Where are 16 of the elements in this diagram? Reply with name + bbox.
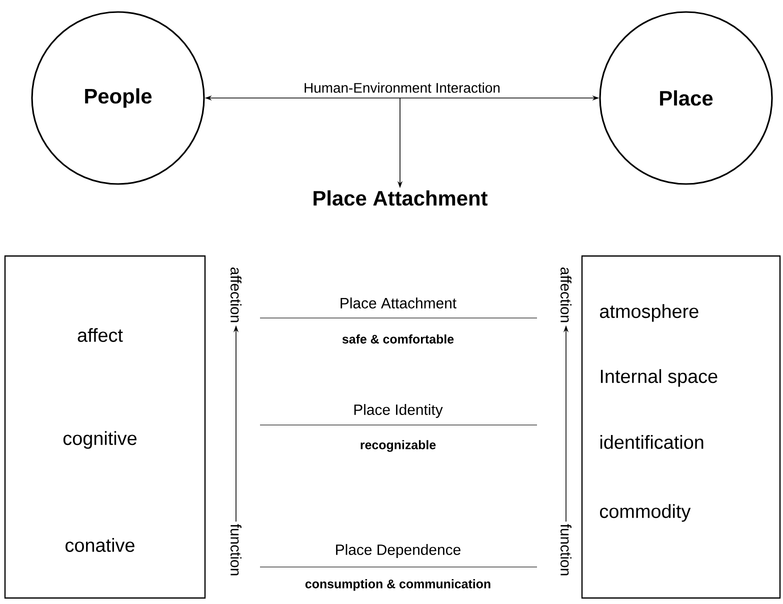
sub-label: safe & comfortable (342, 334, 454, 344)
edge-label: Human-Environment Interaction (302, 82, 502, 94)
heading-text: Place Attachment (314, 190, 488, 206)
circle-node: Place (599, 11, 773, 185)
row-label: Place Identity (354, 404, 443, 418)
rotated-label: function (560, 524, 572, 576)
rotated-label: affection (560, 268, 572, 322)
row-label: Place Attachment (340, 298, 456, 308)
sub-label: recognizable (360, 440, 436, 452)
rotated-label: affection (230, 268, 242, 322)
circle-node: People (31, 11, 205, 185)
row-label: Place Dependence (336, 544, 460, 558)
rotated-label: function (230, 524, 242, 576)
text-box: atmosphere Internal space identification commodity (581, 255, 781, 599)
text-box: affect cognitive conative (4, 255, 206, 599)
sub-label: consumption & communication (305, 579, 490, 591)
